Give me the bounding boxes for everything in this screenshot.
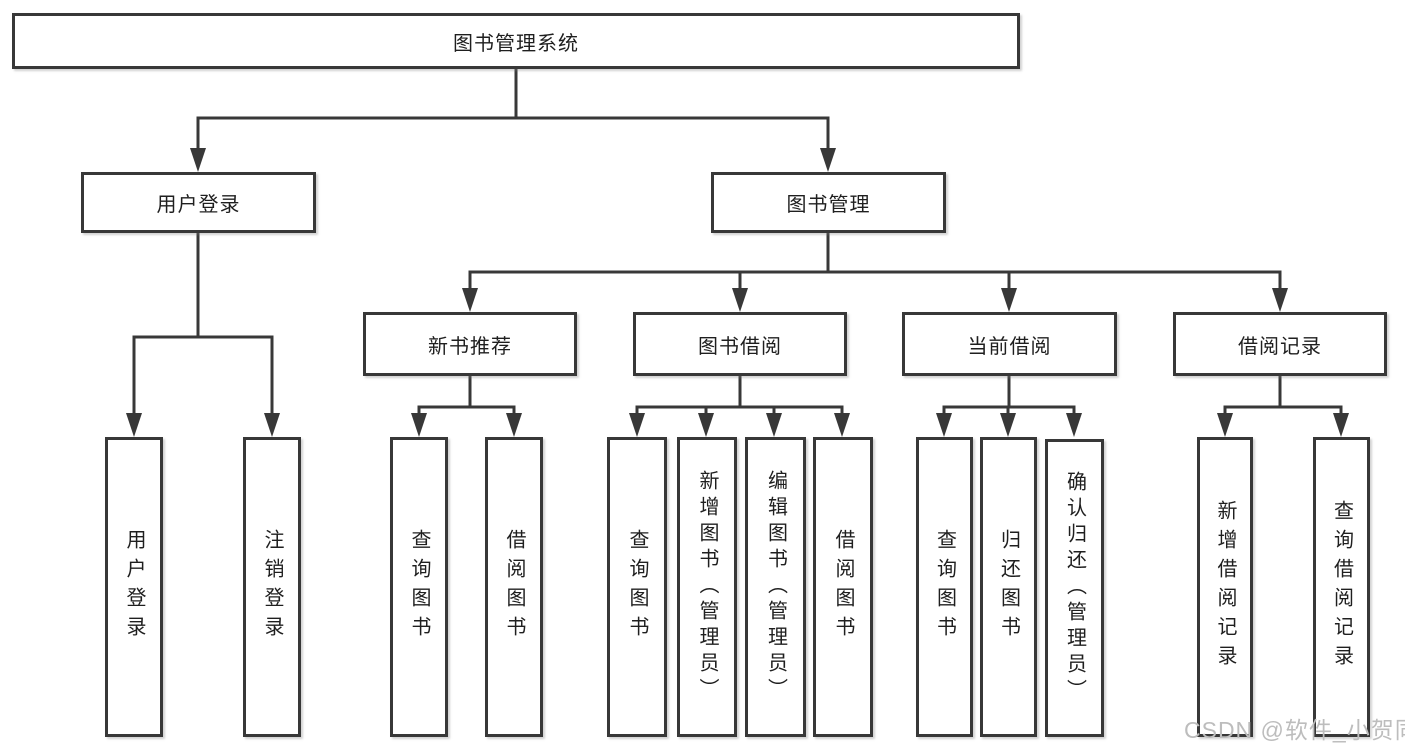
node-label: 确认归还（管理员）: [1063, 471, 1086, 705]
node-label: 注销登录: [261, 529, 283, 645]
leaf-records-query-record: 查询借阅记录: [1313, 437, 1370, 737]
node-label: 编辑图书（管理员）: [764, 470, 787, 704]
node-label: 用户登录: [156, 194, 241, 216]
node-label: 当前借阅: [967, 335, 1052, 358]
node-current-borrow: 当前借阅: [902, 312, 1117, 376]
leaf-current-query-books: 查询图书: [916, 437, 973, 737]
node-new-book-recommend: 新书推荐: [363, 312, 577, 376]
node-borrow-records: 借阅记录: [1173, 312, 1387, 376]
node-label: 借阅图书: [503, 529, 525, 645]
node-label: 借阅图书: [832, 529, 854, 645]
node-label: 归还图书: [997, 529, 1020, 645]
node-label: 查询图书: [408, 529, 430, 645]
node-book-management: 图书管理: [711, 172, 946, 233]
node-label: 借阅记录: [1238, 335, 1322, 358]
node-label: 图书管理: [786, 194, 871, 216]
node-book-borrow: 图书借阅: [633, 312, 847, 376]
csdn-watermark: CSDN @软件_小贺同学: [1184, 717, 1405, 743]
leaf-recommend-borrow-books: 借阅图书: [485, 437, 543, 737]
leaf-current-confirm-return-admin: 确认归还（管理员）: [1045, 439, 1104, 737]
leaf-records-add-record: 新增借阅记录: [1197, 437, 1253, 737]
node-label: 新增借阅记录: [1214, 500, 1236, 674]
node-user-login: 用户登录: [81, 172, 316, 233]
node-label: 查询图书: [933, 529, 956, 645]
node-label: 图书管理系统: [453, 32, 579, 55]
leaf-borrow-borrow-books: 借阅图书: [813, 437, 873, 737]
leaf-borrow-query-books: 查询图书: [607, 437, 667, 737]
leaf-user-login: 用户登录: [105, 437, 163, 737]
leaf-logout: 注销登录: [243, 437, 301, 737]
leaf-recommend-query-books: 查询图书: [390, 437, 448, 737]
node-label: 图书借阅: [698, 335, 782, 358]
leaf-borrow-edit-books-admin: 编辑图书（管理员）: [745, 437, 806, 737]
leaf-borrow-add-books-admin: 新增图书（管理员）: [677, 437, 737, 737]
arrowheads: [126, 148, 1349, 437]
node-label: 新书推荐: [428, 335, 512, 358]
node-root: 图书管理系统: [12, 13, 1020, 69]
leaf-current-return-books: 归还图书: [980, 437, 1037, 737]
node-label: 查询图书: [626, 529, 648, 645]
node-label: 用户登录: [123, 529, 145, 645]
node-label: 查询借阅记录: [1330, 500, 1353, 674]
node-label: 新增图书（管理员）: [696, 470, 718, 704]
